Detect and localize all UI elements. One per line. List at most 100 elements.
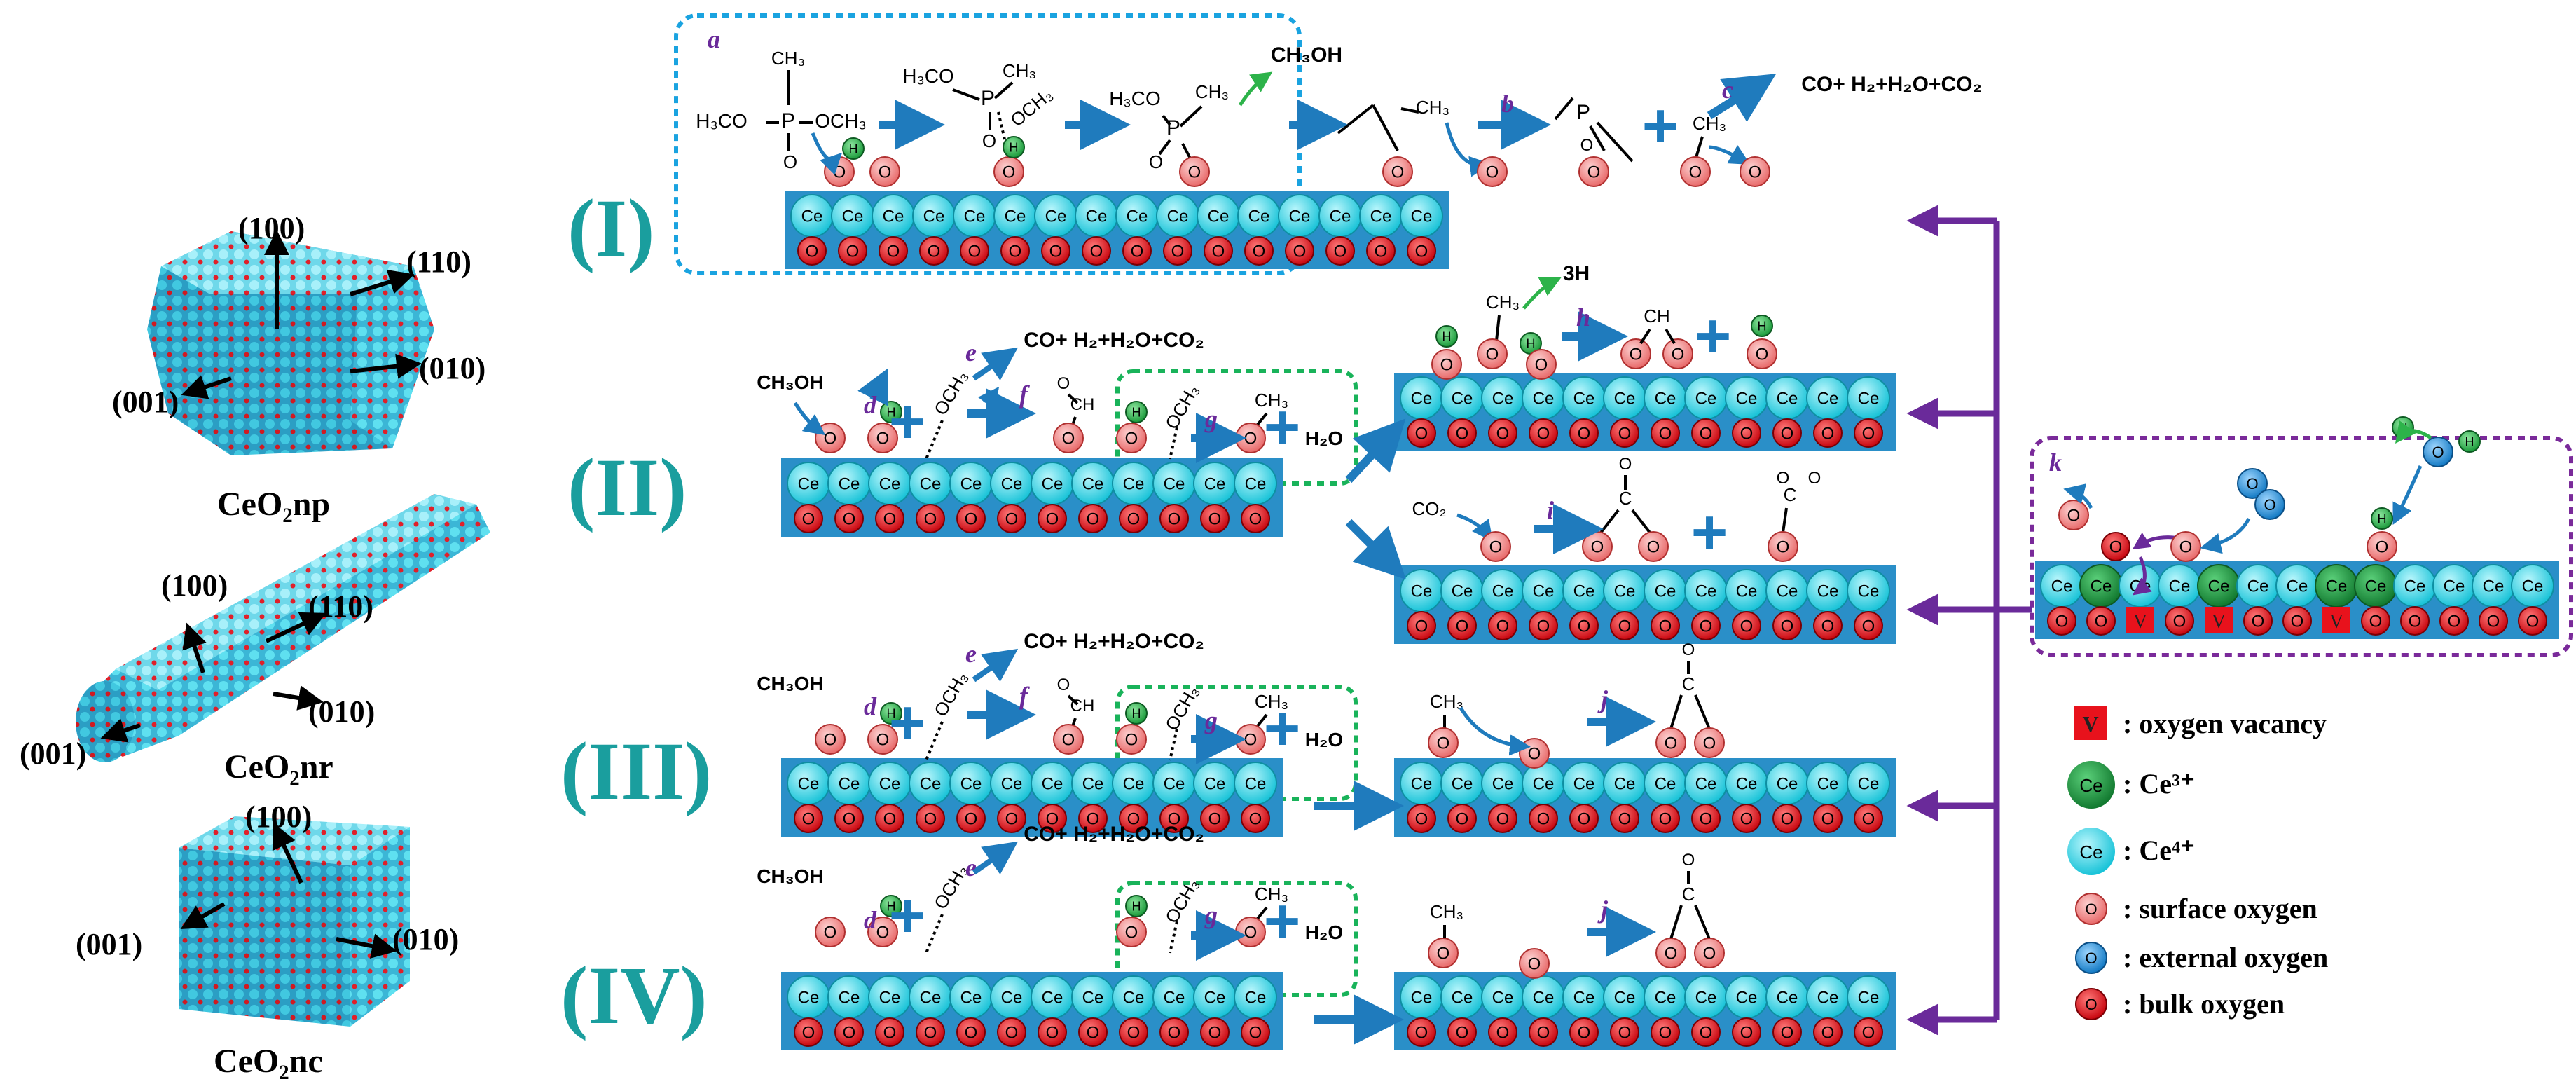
np-side-face	[350, 266, 434, 448]
p2i-carb-bond-b	[1599, 509, 1620, 534]
slab-3j-bulk-o-4	[1569, 804, 1599, 833]
slab-1-bulk-o-11	[1244, 236, 1274, 266]
p4j-ch3: CH₃	[1430, 901, 1463, 922]
step-e-3: e	[965, 640, 977, 668]
p3j-so-4-label: O	[1703, 734, 1716, 753]
int1-so	[1382, 156, 1413, 187]
slab-1-bulk-o-5-label: O	[1009, 242, 1022, 261]
slab-k-vacancy-label-4: V	[2212, 611, 2226, 633]
slab-3-bulk-o-7	[1078, 804, 1108, 833]
slab-1-ce-6-label: Ce	[1045, 207, 1067, 226]
slab-3j-ce-10-label: Ce	[1817, 775, 1839, 794]
dmmp3-so-label: O	[1188, 163, 1201, 182]
np-facet-001: (001)	[112, 385, 179, 419]
step-k: k	[2049, 448, 2062, 476]
slab-3j-bulk-o-8-label: O	[1740, 810, 1754, 829]
slab-3-bulk-o-5	[997, 804, 1026, 833]
slab-k-ce-12-label: Ce	[2522, 577, 2544, 596]
slab-4-bulk-o-1	[834, 1017, 864, 1047]
dmmp2-h	[1003, 136, 1025, 158]
slab-4j-bulk-o-10	[1813, 1017, 1843, 1047]
p3j-so-3	[1655, 727, 1686, 758]
step-d-3: d	[864, 692, 877, 720]
slab-2-bulk-o-3	[916, 504, 945, 533]
slab-3j-bulk-o-11-label: O	[1862, 810, 1875, 829]
slab-3j-bulk-o-11	[1854, 804, 1883, 833]
p2h-so-5	[1662, 338, 1693, 369]
pw3-formate-bond-a	[1067, 694, 1079, 706]
p2i-carb2-o2: O	[1808, 469, 1821, 488]
slab-2-ce-9-label: Ce	[1164, 475, 1185, 494]
slab-k-bulk-o-5-label: O	[2252, 612, 2265, 631]
slab-4j-ce-1-label: Ce	[1452, 989, 1473, 1008]
slab-4j-bulk-o-11	[1854, 1017, 1883, 1047]
slab-k-ce-5-label: Ce	[2247, 577, 2269, 596]
np-facet-100: (100)	[238, 211, 305, 245]
step-c: c	[1722, 76, 1733, 104]
p2i-co2-in	[1456, 513, 1494, 542]
slab-1-bulk-o-10	[1204, 236, 1233, 266]
step-a: a	[708, 25, 720, 53]
slab-4j-bulk-o-6-label: O	[1659, 1024, 1672, 1043]
int2-ch3: CH₃	[1693, 113, 1726, 134]
slab-3-bulk-o-10	[1200, 804, 1230, 833]
slab-k-bulk-o-1-label: O	[2095, 612, 2108, 631]
slab-2i-ce-9-label: Ce	[1777, 582, 1798, 601]
slab-k-ce-8-label: Ce	[2365, 577, 2387, 596]
slab-4j-ce-5-label: Ce	[1614, 989, 1636, 1008]
slab-1-bulk-o-11-label: O	[1253, 242, 1266, 261]
slab-2h-bulk-o-0-label: O	[1415, 425, 1428, 444]
slab-1-bulk-o-15	[1407, 236, 1436, 266]
slab-2i-ce-4-label: Ce	[1573, 582, 1595, 601]
int1-so-2-label: O	[1486, 163, 1499, 182]
slab-3j-ce-4-label: Ce	[1573, 775, 1595, 794]
slab-2h-ce-9-label: Ce	[1777, 390, 1798, 409]
slab-2i-ce-5-label: Ce	[1614, 582, 1636, 601]
p3j-carb-bond-b	[1669, 694, 1683, 729]
slab-3j-ce-2-label: Ce	[1492, 775, 1514, 794]
slab-4j-bulk-o-3-label: O	[1537, 1024, 1550, 1043]
dmmp3-bond-l	[1162, 114, 1171, 126]
slab-2h-ce-3-label: Ce	[1533, 390, 1555, 409]
int2-bond-c	[1596, 121, 1634, 163]
slab-1-ce-5-label: Ce	[1005, 207, 1026, 226]
p3j-so-2-label: O	[1528, 745, 1541, 764]
dmmp1-och3: OCH₃	[815, 110, 867, 132]
slab-2h-bulk-o-2-label: O	[1496, 425, 1510, 444]
slab-2h-bulk-o-9-label: O	[1781, 425, 1794, 444]
dmmp1-h	[842, 137, 865, 160]
pw4-so-1	[815, 917, 846, 947]
slab-1-bulk-o-12-label: O	[1293, 242, 1307, 261]
int2-o: O	[1580, 136, 1594, 155]
slab-2-bulk-o-1-label: O	[843, 510, 856, 529]
slab-4j-bulk-o-7-label: O	[1700, 1024, 1713, 1043]
slab-4-bulk-o-5-label: O	[1005, 1024, 1019, 1043]
pathway-label-3: (III)	[560, 725, 712, 817]
p3j-attack	[1459, 706, 1531, 756]
pw4-products: CO+ H₂+H₂O+CO₂	[1024, 823, 1204, 846]
slab-1-bulk-o-14	[1366, 236, 1396, 266]
slab-3j-bulk-o-7-label: O	[1700, 810, 1713, 829]
dmmp3-o: O	[1149, 151, 1163, 172]
legend-external-oxygen-label: : external oxygen	[2123, 942, 2328, 973]
slab-3-bulk-o-5-label: O	[1005, 810, 1019, 829]
slab-k-ce-11-label: Ce	[2483, 577, 2505, 596]
pw2-so-4-label: O	[1244, 430, 1258, 448]
k-vac-fill-2	[2133, 556, 2152, 596]
p2h-h-2-label: H	[1527, 336, 1536, 350]
pw3-h	[880, 702, 902, 725]
slab-3j-bulk-o-10	[1813, 804, 1843, 833]
step-b: b	[1501, 90, 1514, 118]
step-f-2: f	[1019, 380, 1030, 409]
slab-2h-bulk-o-3-label: O	[1537, 425, 1550, 444]
slab-k-bulk-o-0	[2047, 606, 2076, 636]
pw2-formate-bond-a	[1067, 393, 1079, 404]
p3j-so-1-label: O	[1437, 734, 1450, 753]
int2-so-label: O	[1587, 163, 1601, 182]
slab-2-bulk-o-2-label: O	[883, 510, 897, 529]
slab-2-bulk-o-2	[875, 504, 904, 533]
pw3-plus-1: +	[889, 688, 926, 758]
slab-3-bulk-o-0-label: O	[802, 810, 815, 829]
